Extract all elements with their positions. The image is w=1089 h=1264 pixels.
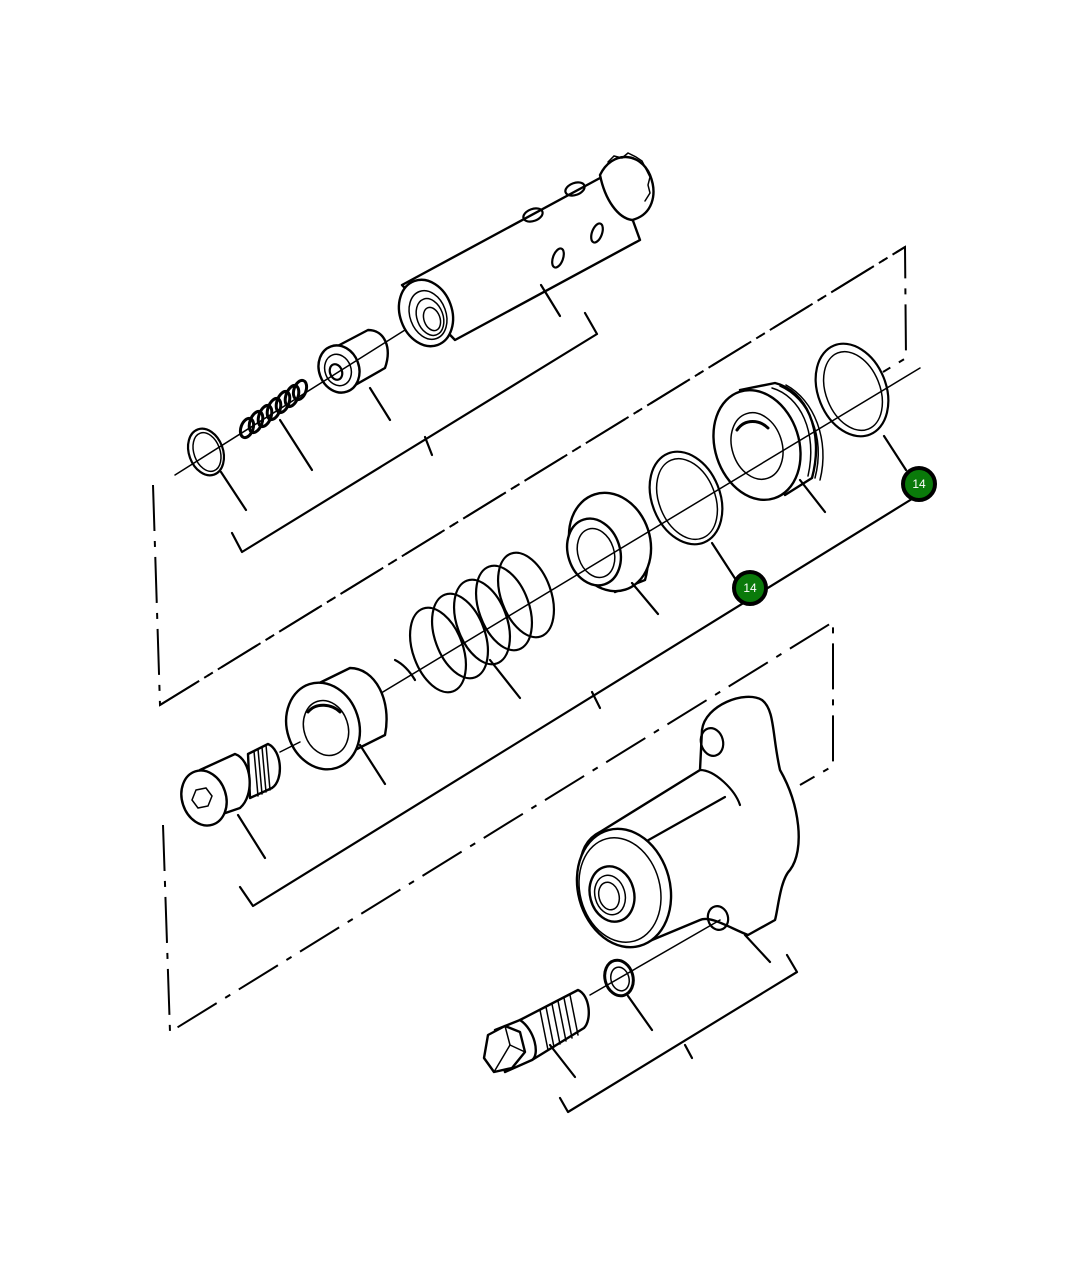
top-axis-line (174, 329, 406, 476)
large-o-ring-part (814, 342, 908, 472)
spacer-bushing-part (284, 666, 388, 786)
inner-solid-brackets (230, 311, 922, 1114)
ported-sleeve-part (397, 152, 655, 348)
socket-screw-part (180, 742, 281, 860)
callout-badge-14[interactable]: 14 (901, 466, 937, 502)
grooved-gland-part (712, 381, 827, 514)
middle-axis-line (294, 367, 921, 746)
washer-part (603, 958, 654, 1032)
callout-badge-14[interactable]: 14 (732, 570, 768, 606)
plug-part (317, 328, 392, 422)
flanged-bushing-part (565, 491, 660, 616)
large-spring-part (393, 551, 555, 700)
screw-axis-line (279, 741, 301, 753)
callout-label: 14 (743, 581, 757, 595)
callout-label: 14 (912, 477, 926, 491)
valve-housing-part (575, 695, 800, 964)
lower-axis-line (589, 919, 721, 996)
outer-dashdot-bracket (152, 245, 908, 1034)
medium-o-ring-part (648, 450, 738, 582)
small-spring-part (238, 378, 314, 472)
hex-bolt-part (482, 988, 590, 1079)
